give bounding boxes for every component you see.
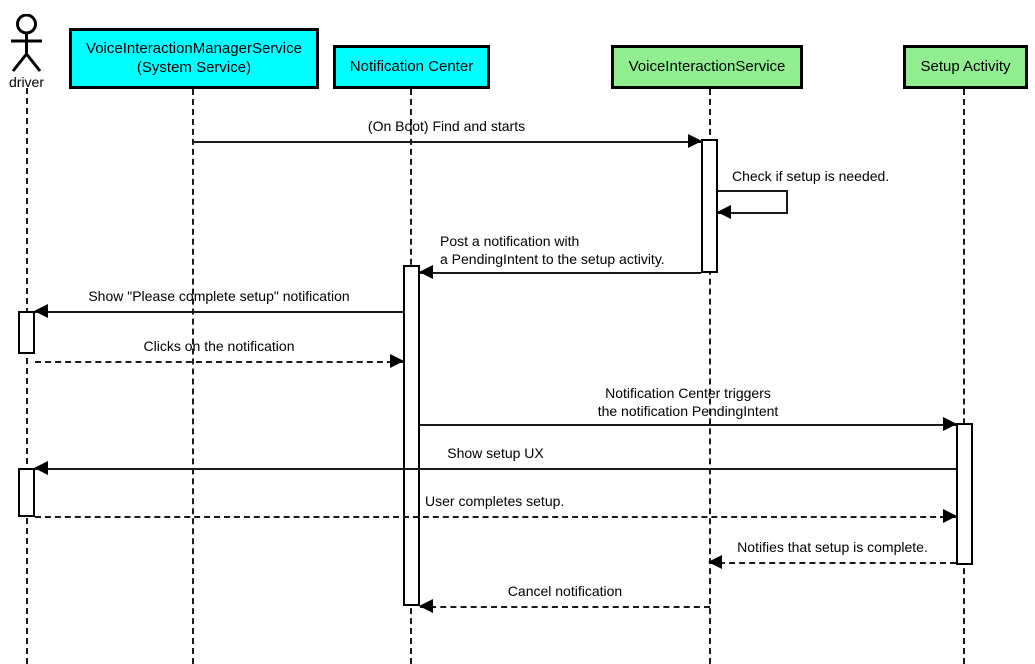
arrowhead-icon xyxy=(708,555,722,569)
arrowhead-icon xyxy=(419,599,433,613)
actor-driver[interactable]: driver xyxy=(4,13,49,94)
message-label: Cancel notification xyxy=(507,582,623,599)
activation-bar-setup-activity-1 xyxy=(956,423,973,565)
message-line xyxy=(420,606,710,608)
message-label: Post a notification with a PendingIntent… xyxy=(440,233,665,267)
lifeline-vims xyxy=(192,89,194,664)
self-message-bottom-line xyxy=(718,212,788,214)
participant-label-setup-activity: Setup Activity xyxy=(920,57,1011,75)
arrowhead-icon xyxy=(419,265,433,279)
message-label: Notification Center triggers the notific… xyxy=(597,385,779,419)
message-label: Check if setup is needed. xyxy=(732,168,890,184)
message-label: User completes setup. xyxy=(425,492,565,509)
message-line xyxy=(35,311,403,313)
arrowhead-icon xyxy=(943,417,957,431)
participant-label-vims: VoiceInteractionManagerService (System S… xyxy=(86,40,302,76)
message-check-if-setup-is-needed[interactable]: Check if setup is needed. xyxy=(717,168,889,219)
arrowhead-icon xyxy=(688,134,702,148)
message-line xyxy=(709,562,956,564)
lifeline-driver xyxy=(26,88,28,664)
participant-box-setup-activity[interactable]: Setup Activity xyxy=(903,45,1028,89)
participant-label-vis: VoiceInteractionService xyxy=(628,57,786,75)
self-message-top-line xyxy=(718,190,788,192)
message-line xyxy=(192,141,701,143)
participant-label-notification-center: Notification Center xyxy=(349,57,474,75)
message-line xyxy=(420,424,956,426)
message-label: Notifies that setup is complete. xyxy=(737,538,928,555)
activation-bar-driver-1 xyxy=(18,311,35,354)
participant-box-vis[interactable]: VoiceInteractionService xyxy=(611,45,803,89)
participant-box-vims[interactable]: VoiceInteractionManagerService (System S… xyxy=(69,28,319,89)
participant-box-notification-center[interactable]: Notification Center xyxy=(333,45,490,89)
arrowhead-icon xyxy=(34,461,48,475)
message-line xyxy=(35,516,956,518)
actor-figure-icon xyxy=(11,13,42,72)
lifeline-vis xyxy=(709,89,711,664)
self-message-side-line xyxy=(786,190,788,212)
message-label: Show setup UX xyxy=(447,444,544,461)
arrowhead-icon xyxy=(717,205,731,219)
actor-driver-label: driver xyxy=(8,74,45,90)
activation-bar-vis-1 xyxy=(701,139,718,273)
activation-bar-notification-center-1 xyxy=(403,265,420,606)
message-label: Clicks on the notification xyxy=(143,337,295,354)
message-line xyxy=(420,272,701,274)
arrowhead-icon xyxy=(34,304,48,318)
message-label: Show "Please complete setup" notificatio… xyxy=(88,287,350,304)
activation-bar-driver-2 xyxy=(18,468,35,517)
message-line xyxy=(35,468,956,470)
message-line xyxy=(35,361,403,363)
message-label: (On Boot) Find and starts xyxy=(367,117,526,134)
arrowhead-icon xyxy=(943,509,957,523)
lifeline-setup-activity xyxy=(963,89,965,664)
arrowhead-icon xyxy=(390,354,404,368)
